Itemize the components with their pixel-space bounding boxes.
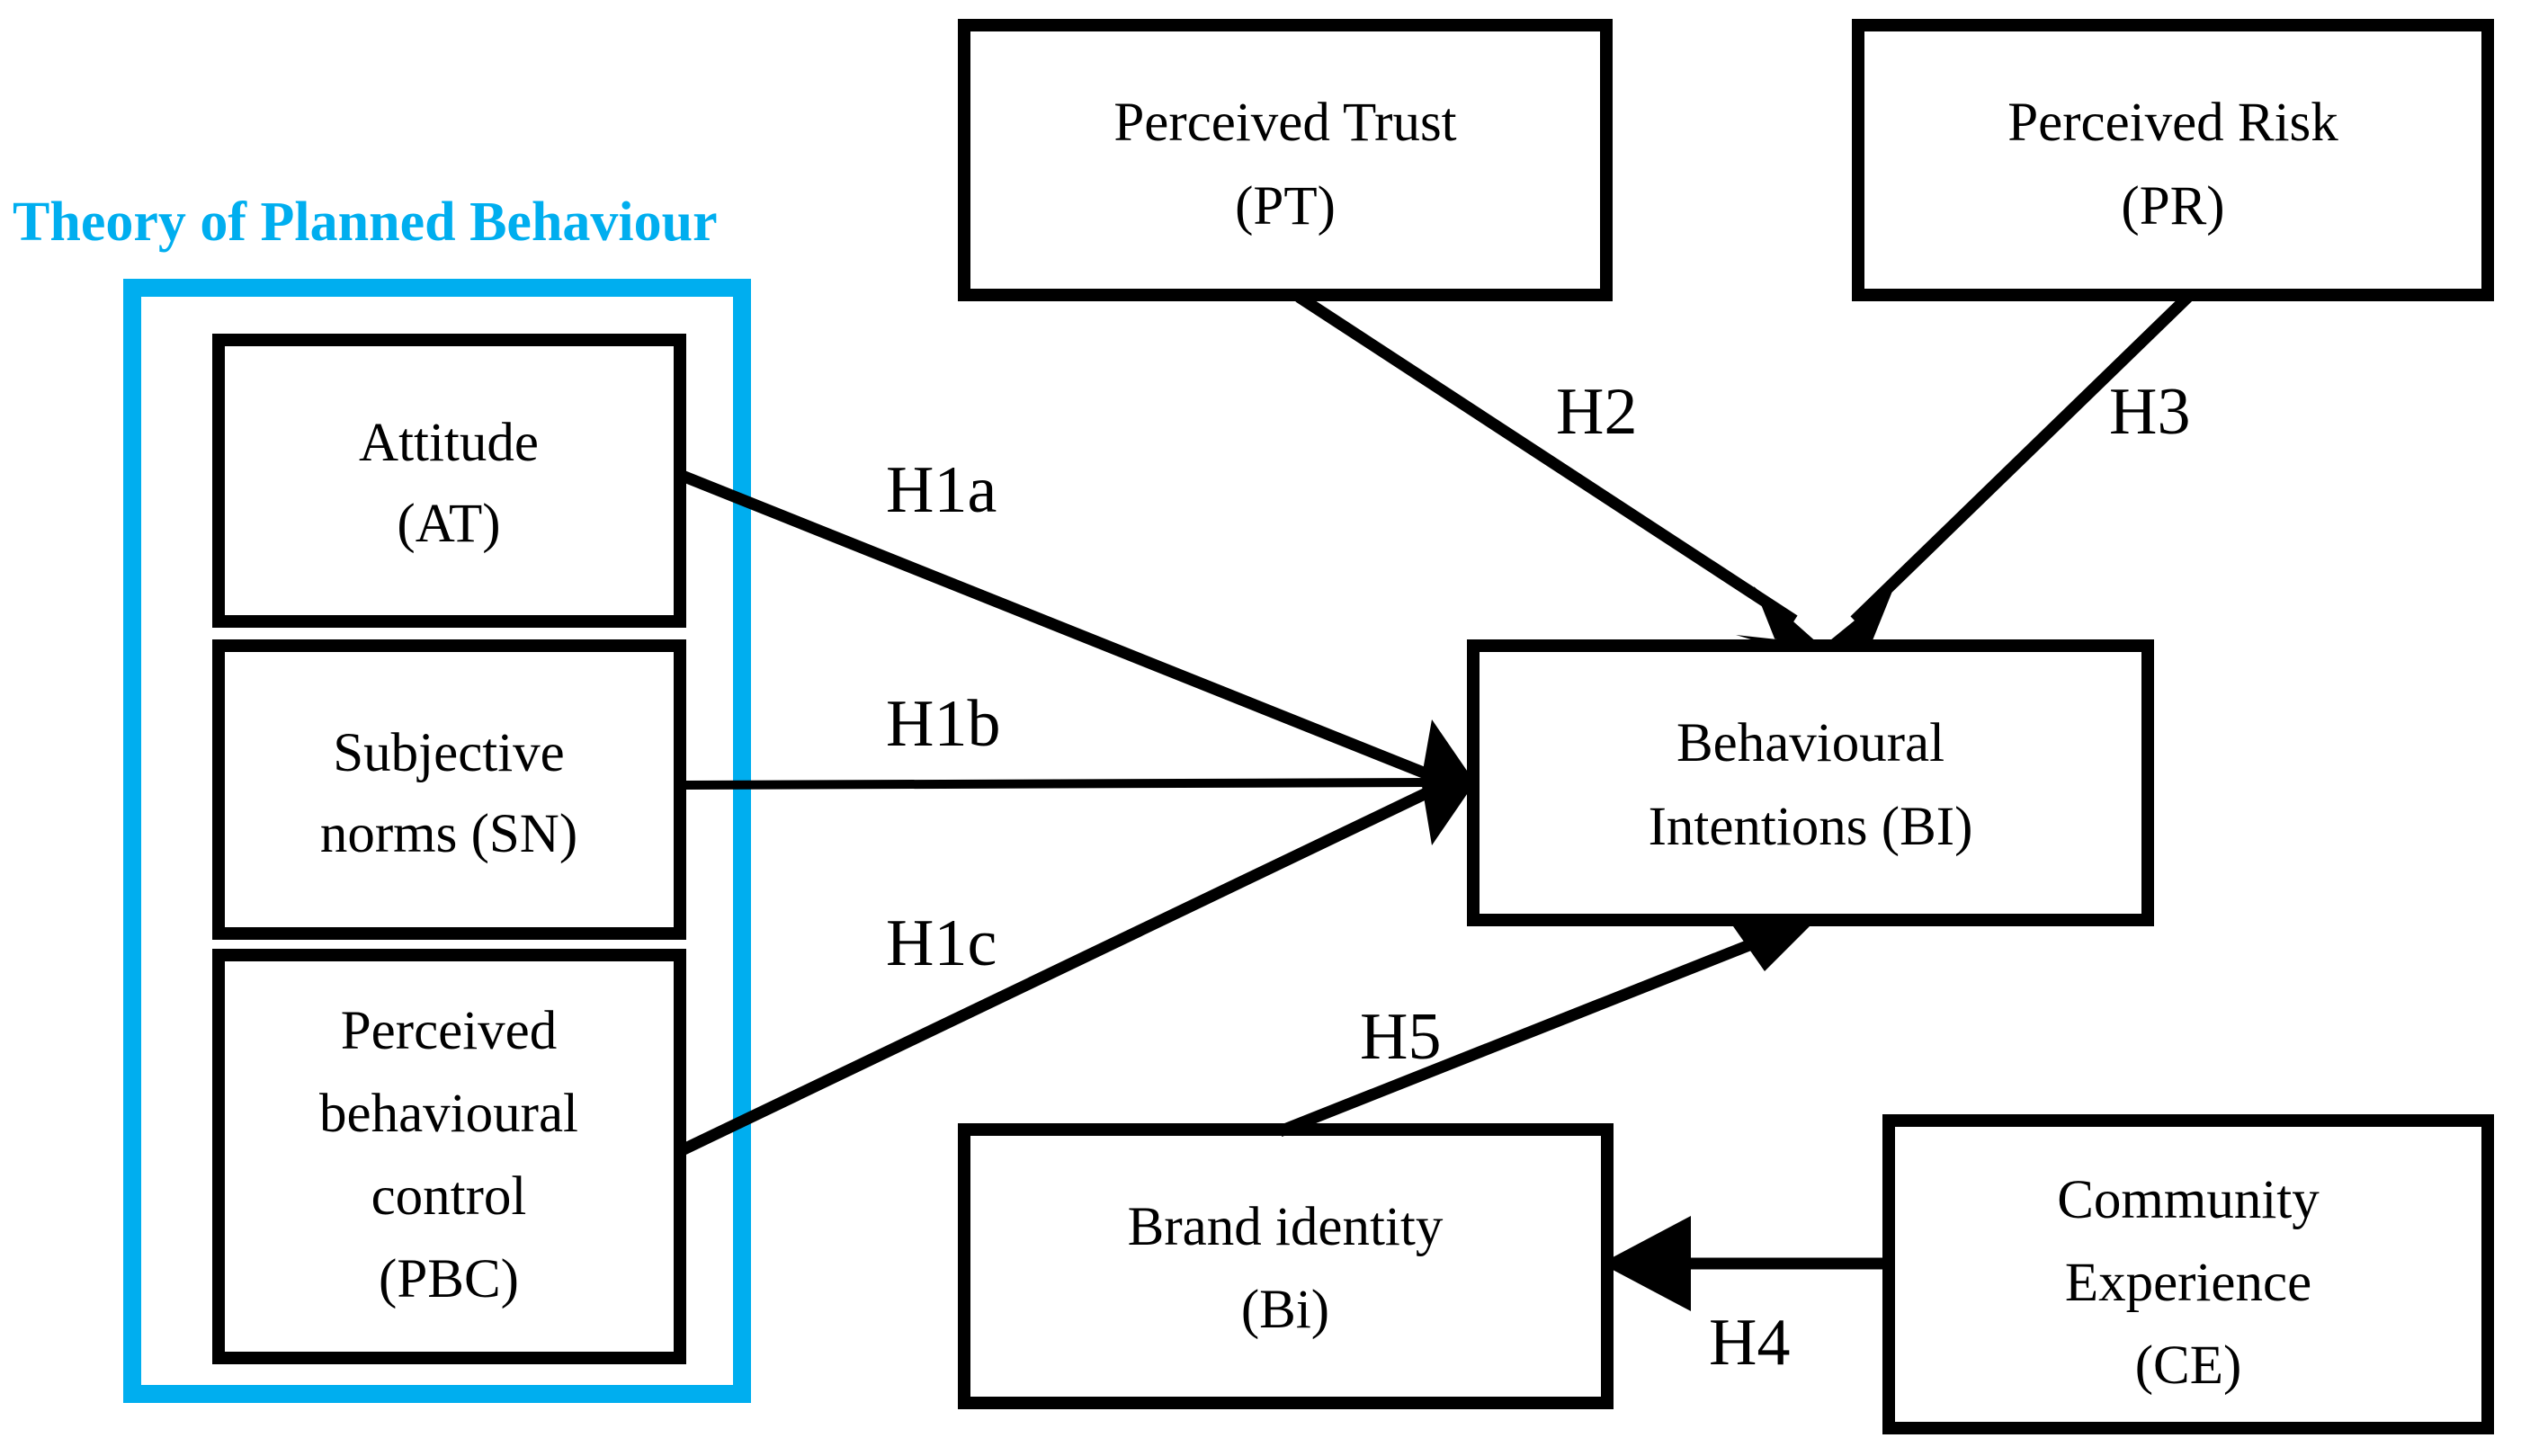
edge-h2: H2 (1295, 291, 1819, 648)
node-pbc-line2: behavioural (319, 1084, 578, 1144)
node-subjective-norms[interactable]: Subjective norms (SN) (212, 639, 686, 940)
node-perceived-behavioural-control[interactable]: Perceived behavioural control (PBC) (212, 949, 686, 1364)
node-perceived-trust[interactable]: Perceived Trust (PT) (958, 19, 1613, 301)
arrowhead-h4 (1601, 1216, 1691, 1311)
node-brand-identity[interactable]: Brand identity (Bi) (958, 1123, 1614, 1409)
node-pbc-line4: (PBC) (379, 1249, 519, 1309)
node-pbc-rect (212, 949, 686, 1364)
node-brand-identity-rect (958, 1123, 1614, 1409)
edge-h2-label: H2 (1556, 375, 1637, 449)
edge-h1b-label: H1b (886, 687, 1000, 761)
node-subjective-norms-rect (212, 639, 686, 940)
arrowhead-h5 (1727, 917, 1817, 971)
node-perceived-trust-line1: Perceived Trust (1113, 93, 1456, 153)
arrowhead-h2 (1736, 586, 1819, 648)
node-attitude-rect (212, 334, 686, 628)
edge-h4-label: H4 (1709, 1306, 1790, 1380)
node-pbc-line3: control (371, 1166, 527, 1227)
edge-h1a: H1a (677, 453, 1433, 782)
node-community-experience-line1: Community (2057, 1170, 2320, 1230)
edge-h3-label: H3 (2109, 375, 2190, 449)
edge-h1a-label: H1a (886, 453, 997, 527)
node-attitude[interactable]: Attitude (AT) (212, 334, 686, 628)
edge-h4: H4 (1601, 1216, 1891, 1380)
node-behavioural-intentions-rect (1467, 639, 2154, 926)
edge-h1c: H1c (677, 786, 1433, 1157)
node-behavioural-intentions-line2: Intentions (BI) (1649, 797, 1973, 857)
node-perceived-risk-line2: (PR) (2121, 176, 2224, 237)
edge-h5-label: H5 (1360, 1000, 1441, 1074)
node-attitude-line1: Attitude (359, 413, 539, 473)
node-community-experience-line3: (CE) (2135, 1335, 2242, 1396)
edge-h3: H3 (1826, 292, 2193, 649)
node-subjective-norms-line2: norms (SN) (320, 804, 577, 864)
arrowhead-into-bi-left (1421, 719, 1475, 845)
group-title-tpb: Theory of Planned Behaviour (13, 192, 718, 253)
node-perceived-risk[interactable]: Perceived Risk (PR) (1852, 19, 2494, 301)
node-perceived-risk-rect (1852, 19, 2494, 301)
node-behavioural-intentions[interactable]: Behavioural Intentions (BI) (1467, 639, 2154, 926)
node-attitude-line2: (AT) (397, 494, 500, 554)
edge-h1b: H1b (679, 687, 1431, 790)
node-behavioural-intentions-line1: Behavioural (1676, 713, 1944, 773)
node-brand-identity-line2: (Bi) (1241, 1280, 1329, 1340)
node-brand-identity-line1: Brand identity (1128, 1197, 1444, 1257)
node-perceived-trust-line2: (PT) (1235, 176, 1336, 237)
node-community-experience-rect (1882, 1114, 2494, 1434)
node-perceived-risk-line1: Perceived Risk (2007, 93, 2338, 153)
arrowhead-h3 (1826, 589, 1914, 649)
edge-h1c-label: H1c (886, 907, 997, 980)
node-community-experience[interactable]: Community Experience (CE) (1882, 1114, 2494, 1434)
node-subjective-norms-line1: Subjective (333, 723, 565, 783)
node-community-experience-line2: Experience (2065, 1253, 2311, 1313)
node-perceived-trust-rect (958, 19, 1613, 301)
node-pbc-line1: Perceived (341, 1001, 558, 1061)
group-box-tpb (123, 279, 751, 1403)
edge-h5: H5 (1277, 917, 1817, 1138)
